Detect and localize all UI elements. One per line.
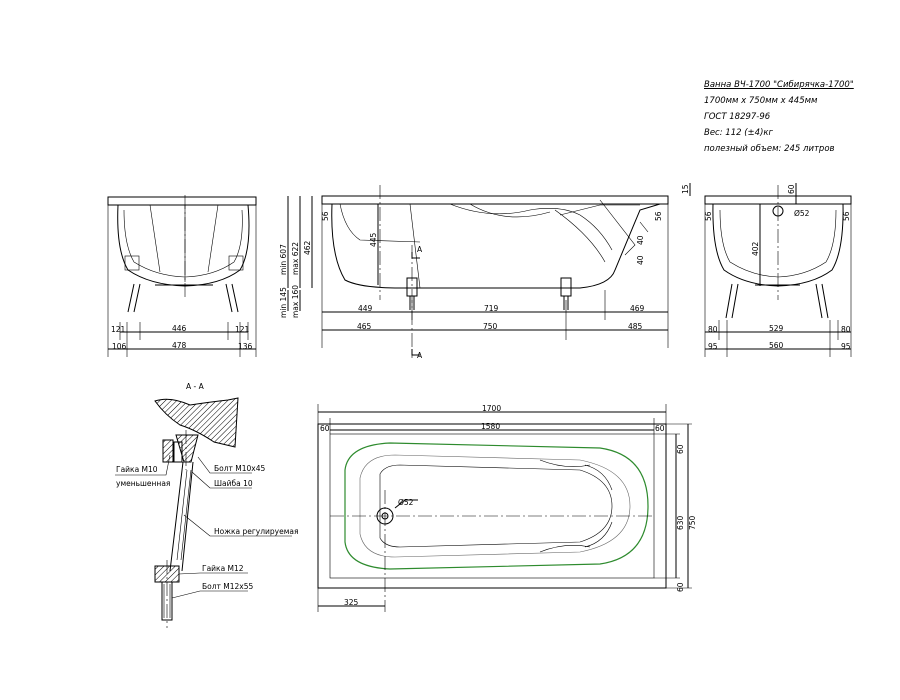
dim-325: 325: [344, 598, 359, 607]
dim-40b: 40: [636, 255, 645, 265]
dim-56-right: 56: [654, 211, 663, 221]
spec-volume: полезный объем: 245 литров: [704, 144, 835, 154]
dim-80a: 80: [708, 325, 718, 334]
dim-95b: 95: [841, 342, 851, 351]
dim-phi52-plan: Ø52: [398, 498, 414, 507]
label-nut-m10: Гайка М10: [116, 465, 158, 474]
label-leg: Ножка регулируемая: [214, 527, 299, 536]
spec-weight: Вес: 112 (±4)кг: [704, 128, 773, 138]
dim-60-right-bottom: 60: [676, 582, 685, 592]
dim-478: 478: [172, 341, 187, 350]
dim-469: 469: [630, 304, 645, 313]
spec-title: Ванна ВЧ-1700 "Сибирячка-1700": [704, 80, 854, 90]
dim-529: 529: [769, 324, 784, 333]
dim-402: 402: [751, 241, 760, 256]
dim-1580: 1580: [481, 422, 500, 431]
dim-560: 560: [769, 341, 784, 350]
dim-56-left-r: 56: [704, 211, 713, 221]
spec-block: Ванна ВЧ-1700 "Сибирячка-1700" 1700мм х …: [704, 77, 854, 157]
label-bolt-m10: Болт М10х45: [214, 464, 266, 473]
spec-size: 1700мм х 750мм х 445мм: [704, 96, 818, 106]
dim-106: 106: [112, 342, 127, 351]
dim-465: 465: [357, 322, 372, 331]
dim-95a: 95: [708, 342, 718, 351]
dim-750: 750: [483, 322, 498, 331]
label-bolt-m12: Болт М12х55: [202, 582, 254, 591]
dim-719: 719: [484, 304, 499, 313]
dim-60: 60: [787, 184, 796, 194]
dim-462: 462: [303, 240, 312, 255]
dim-15: 15: [681, 184, 690, 194]
dim-phi52-r: Ø52: [794, 209, 810, 218]
spec-gost: ГОСТ 18297-96: [704, 112, 771, 122]
side-foot-right: [560, 277, 572, 310]
section-mark-bottom: A: [417, 351, 423, 360]
right-end-view: 15 60 56 56 Ø52 402 80 529 80 95 560 95: [681, 183, 852, 357]
dim-min607: min 607: [279, 244, 288, 275]
dim-80b: 80: [841, 325, 851, 334]
section-mark-top: A: [417, 245, 423, 254]
dim-449: 449: [358, 304, 373, 313]
side-view: A A 449 719 469 465 750 485 min 607 max …: [279, 185, 669, 360]
dim-40a: 40: [636, 235, 645, 245]
dim-56-left: 56: [321, 211, 330, 221]
dim-485: 485: [628, 322, 643, 331]
section-a-a: А - А Гайка М10 уменьшенная Болт М10х45 …: [115, 382, 299, 628]
label-nut-m10-sub: уменьшенная: [116, 479, 170, 488]
dim-60-top-right: 60: [655, 424, 665, 433]
dim-60-right-top: 60: [676, 444, 685, 454]
left-end-view: 121 446 121 106 478 136: [107, 195, 257, 357]
dim-min145: min 145: [279, 287, 288, 318]
label-nut-m12: Гайка М12: [202, 564, 244, 573]
dim-136: 136: [238, 342, 253, 351]
plan-view: Ø52 1700 1580 60 60 630 750 60 60 325: [317, 404, 697, 612]
label-washer: Шайба 10: [214, 479, 253, 488]
dim-445: 445: [369, 232, 378, 247]
dim-56-right-r: 56: [842, 211, 851, 221]
dim-121b: 121: [235, 325, 250, 334]
dim-60-top-left: 60: [320, 424, 330, 433]
dim-max622: max 622: [291, 242, 300, 275]
dim-max160: max 160: [291, 285, 300, 318]
dim-750-plan: 750: [688, 515, 697, 530]
dim-630: 630: [676, 515, 685, 530]
section-title: А - А: [186, 382, 205, 391]
dim-446: 446: [172, 324, 187, 333]
dim-1700: 1700: [482, 404, 501, 413]
dim-121a: 121: [111, 325, 126, 334]
